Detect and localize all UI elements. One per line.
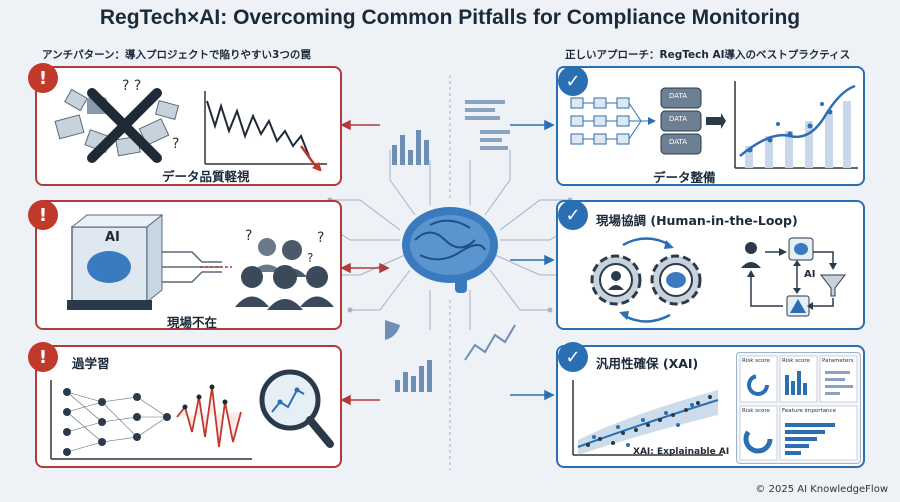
ai-cube-text: AI: [105, 230, 120, 245]
card-data-preparation-label: データ整備: [653, 170, 716, 185]
svg-text:?: ?: [245, 228, 252, 244]
ai-cube-illustration: [67, 213, 164, 310]
warning-icon: !: [28, 200, 58, 230]
card-generalization: 汎用性確保 (XAI) XAI: Explainable AI Risk sco…: [556, 345, 865, 468]
warning-icon: !: [28, 63, 58, 93]
loop-flow-illustration: [741, 237, 847, 317]
svg-text:?: ?: [307, 251, 313, 265]
dash-label-3: Parameters: [822, 358, 854, 364]
checkmark-icon: ✓: [558, 200, 588, 230]
svg-text:?: ?: [317, 230, 324, 246]
card-human-in-loop-label: 現場協調 (Human-in-the-Loop): [596, 213, 798, 228]
svg-text:? ?: ? ?: [122, 78, 141, 94]
left-section-label: アンチパターン：導入プロジェクトで陥りやすい3つの罠: [42, 49, 311, 61]
db-label-2: DATA: [669, 115, 688, 123]
card-data-quality-label: データ品質軽視: [162, 169, 250, 184]
data-flow-illustration: [570, 87, 726, 155]
xai-caption: XAI: Explainable AI: [633, 447, 730, 457]
data-mess-illustration: ? ? ?: [54, 78, 179, 163]
right-section-label: 正しいアプローチ：RegTech AI導入のベストプラクティス: [565, 49, 851, 61]
dash-label-1: Risk score: [742, 358, 770, 364]
declining-line-chart: [204, 91, 327, 171]
card-overfitting-label: 過学習: [72, 356, 110, 371]
people-question-icon: ???: [235, 228, 334, 310]
card-no-field: AI ??? 現場不在: [35, 200, 342, 330]
page-title: RegTech×AI: Overcoming Common Pitfalls f…: [99, 6, 801, 29]
warning-icon: !: [28, 342, 58, 372]
brain-icon: [402, 207, 498, 293]
rising-line-chart: [734, 81, 858, 169]
db-label-1: DATA: [669, 92, 688, 100]
neural-network-illustration: [50, 380, 252, 460]
checkmark-icon: ✓: [558, 66, 588, 96]
card-human-in-loop: 現場協調 (Human-in-the-Loop) AI: [556, 200, 865, 330]
dash-label-4: Risk score: [742, 408, 770, 414]
gears-cycle-illustration: [590, 237, 702, 323]
card-data-quality: ? ? ? データ品質軽視: [35, 66, 342, 186]
magnifier-icon: [259, 369, 334, 448]
dash-label-2: Risk score: [782, 358, 810, 364]
checkmark-icon: ✓: [558, 342, 588, 372]
svg-text:?: ?: [172, 136, 179, 152]
card-data-preparation: DATA DATA DATA データ整備: [556, 66, 865, 186]
dash-label-5: Feature importance: [782, 408, 836, 414]
card-no-field-label: 現場不在: [167, 315, 218, 330]
card-generalization-label: 汎用性確保 (XAI): [596, 356, 699, 371]
xai-dashboard: Risk score Risk score Parameters Risk sc…: [736, 352, 861, 464]
db-label-3: DATA: [669, 138, 688, 146]
card-overfitting: 過学習: [35, 345, 342, 468]
loop-ai-text: AI: [804, 269, 816, 280]
dashboard-graphics: [739, 355, 858, 461]
disconnected-lines: [162, 251, 232, 283]
copyright-text: © 2025 AI KnowledgeFlow: [755, 484, 888, 495]
scatter-band-chart: [572, 380, 723, 456]
